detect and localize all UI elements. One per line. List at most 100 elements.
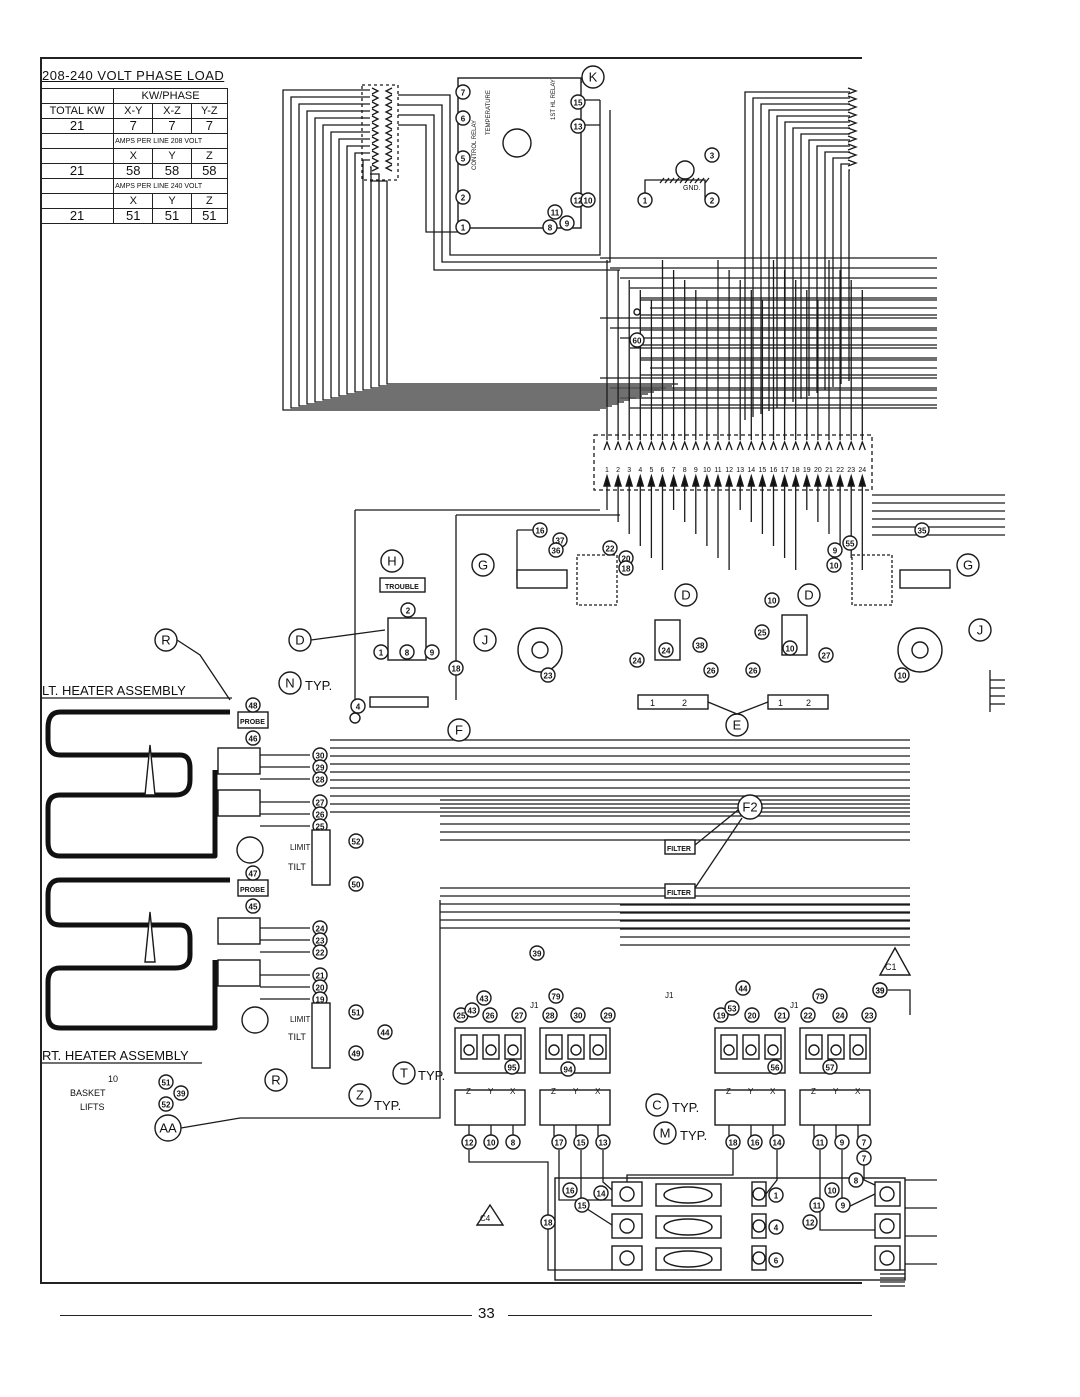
rt-tilt-label: TILT	[288, 1032, 306, 1042]
wire-number: 48	[249, 702, 258, 711]
wire-number: 39	[533, 950, 542, 959]
wire-number: 50	[352, 881, 361, 890]
callout-letter: C	[652, 1098, 661, 1113]
wire-number: 18	[729, 1139, 738, 1148]
connector-socket	[836, 440, 844, 451]
wire-number: 21	[316, 972, 325, 981]
contactor-phase-label: X	[855, 1087, 861, 1096]
connector-pin	[384, 129, 393, 137]
wire-number-marker	[769, 1134, 785, 1150]
wire-number: 5	[461, 155, 466, 164]
connector-pin	[847, 127, 858, 135]
rt-probe-tip	[144, 911, 156, 963]
filter-label-2: FILTER	[667, 890, 691, 897]
harness-wire	[816, 145, 850, 393]
harness-wire	[362, 159, 660, 391]
wire-number: 18	[544, 1219, 553, 1228]
wire-number-marker	[373, 644, 389, 660]
connector-pin-arrow	[669, 473, 678, 487]
callout-circle	[737, 794, 763, 820]
wire-number-marker	[856, 1134, 872, 1150]
wire-number-marker	[504, 1059, 520, 1075]
rt-thermo-coil	[241, 1006, 269, 1034]
wire-number: 2	[461, 194, 466, 203]
harness-wire	[338, 138, 642, 397]
harness-wire	[744, 91, 850, 420]
wire-number-marker	[505, 1134, 521, 1150]
callout-leader	[176, 639, 231, 701]
wire-number: 43	[480, 995, 489, 1004]
wire-number-marker	[560, 1061, 576, 1077]
wire-number-marker	[348, 833, 364, 849]
contactor-screw	[463, 1044, 475, 1056]
basket-lift-number: 10	[108, 1074, 118, 1084]
callout-leader	[694, 817, 743, 889]
wire-number-marker	[827, 542, 843, 558]
harness-wire	[298, 103, 612, 407]
phase-load-title: 208-240 VOLT PHASE LOAD	[42, 68, 225, 83]
wire-number: 47	[249, 870, 258, 879]
connector-point	[349, 712, 361, 724]
connector-pin	[384, 115, 393, 123]
ground-hatch	[694, 177, 700, 184]
wire-number-marker	[600, 1007, 616, 1023]
harness-wire	[832, 157, 850, 387]
board-wire	[398, 114, 620, 271]
hl-relay-label: 1ST HL RELAY	[551, 79, 557, 120]
connector-pin	[371, 115, 380, 123]
wire-number: 19	[316, 996, 325, 1005]
wire-number-marker	[834, 1134, 850, 1150]
connector-pin-number: 15	[759, 467, 767, 474]
wire-number: 28	[546, 1012, 555, 1021]
wire-number: 56	[771, 1064, 780, 1073]
wire-number: 1	[774, 1192, 779, 1201]
wire-number: 2	[710, 197, 715, 206]
ground-hatch	[664, 177, 670, 184]
connector-pin-number: 9	[694, 467, 698, 474]
wire-number-marker	[559, 215, 575, 231]
terminal-screw	[619, 1218, 635, 1234]
connector-pin-number: 14	[747, 467, 755, 474]
wire-number: 60	[633, 337, 642, 346]
connector-socket	[814, 440, 822, 451]
callout-letter: G	[478, 558, 488, 573]
harness-wire	[760, 103, 850, 414]
terminal-screw	[752, 1219, 766, 1233]
typ-label-m: TYP.	[680, 1128, 707, 1143]
j1-label: J1	[530, 1001, 539, 1010]
contactor-phase-label: Z	[551, 1087, 556, 1096]
harness-wire	[370, 180, 678, 385]
wire-number-marker	[570, 1007, 586, 1023]
wire-number: 10	[830, 562, 839, 571]
connector-pin-number: 22	[836, 467, 844, 474]
wire-number-marker	[245, 697, 261, 713]
wire-number-marker	[511, 1007, 527, 1023]
wire-number: 79	[552, 993, 561, 1002]
connector-pin	[384, 87, 393, 95]
callout-circle	[581, 65, 605, 89]
rt-hl-block-2	[217, 959, 261, 987]
wire-number-marker	[540, 667, 556, 683]
wire-number: 16	[536, 527, 545, 536]
wire-number-marker	[542, 219, 558, 235]
wire-number: 1	[461, 224, 466, 233]
contactor-phase-label: Y	[833, 1087, 839, 1096]
wire-number: 44	[381, 1029, 390, 1038]
connector-pin-number: 2	[616, 467, 620, 474]
wire-number-marker	[637, 192, 653, 208]
connector-pin-arrow	[825, 473, 833, 487]
wire-number-marker	[774, 1007, 790, 1023]
wire-number-marker	[455, 150, 471, 166]
contactor-screw	[548, 1044, 560, 1056]
callout-letter: J	[482, 633, 489, 648]
ground-hatch	[669, 177, 675, 184]
wire-number: 1	[379, 649, 384, 658]
callout-letter: J	[977, 623, 984, 638]
harness-wire	[370, 173, 672, 387]
wire-number-marker	[158, 1096, 174, 1112]
lt-tilt-label: TILT	[288, 862, 306, 872]
wire-number: 15	[574, 99, 583, 108]
contactor-screw	[830, 1044, 842, 1056]
callout-circle	[392, 1061, 416, 1085]
connector-pin-number: 16	[770, 467, 778, 474]
